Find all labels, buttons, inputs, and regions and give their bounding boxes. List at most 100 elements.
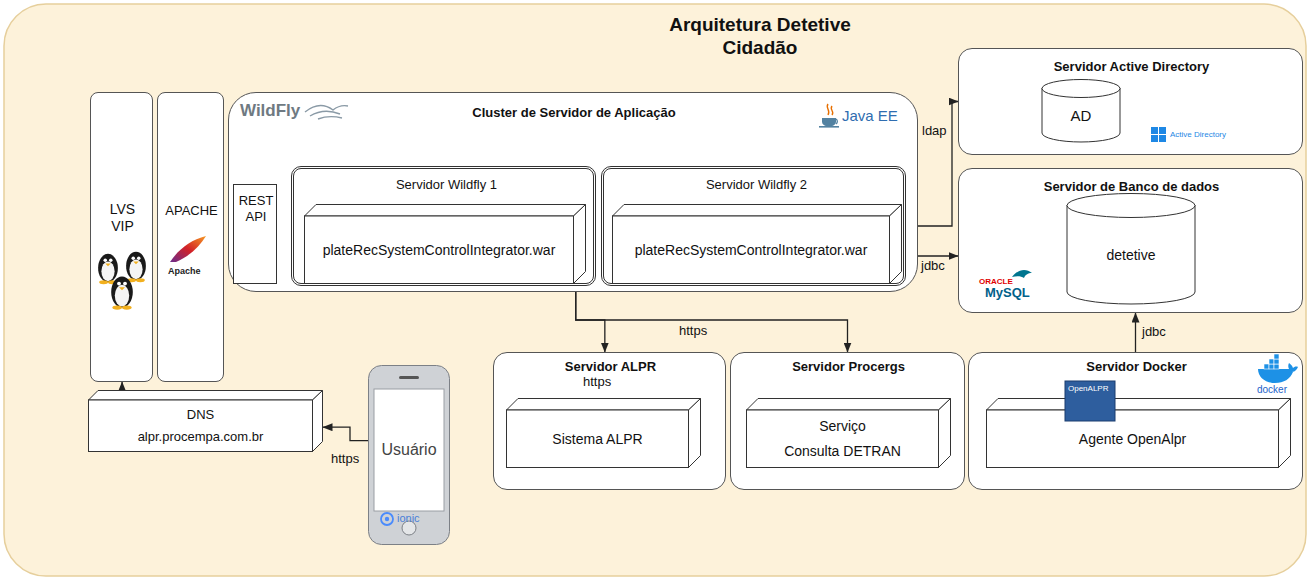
text-holder: Sistema ALPR — [506, 410, 689, 468]
logo-text: ORACLE — [979, 277, 1013, 286]
cylinder-body — [1067, 205, 1195, 304]
node-label: AD — [1071, 107, 1092, 125]
box-front-face — [89, 400, 313, 452]
system-box: Sistema ALPR — [506, 398, 701, 468]
phone-body — [369, 366, 450, 545]
load-balancer-box: LVS VIP — [90, 92, 153, 382]
box-front-face — [613, 216, 890, 284]
box-front-face — [305, 216, 574, 284]
directory-cylinder: AD — [1041, 79, 1121, 143]
text-holder: plateRecSystemControlIntegrator.war — [612, 216, 890, 284]
server-box: Servidor ALPR Sistema ALPR — [493, 352, 726, 490]
box-top-face — [305, 205, 586, 217]
box-top-face — [507, 399, 701, 411]
logo-text: docker — [1257, 384, 1287, 396]
text-holder: ServiçoConsulta DETRAN — [746, 410, 939, 468]
box-side-face — [574, 205, 586, 284]
logo-text: MySQL — [985, 286, 1030, 301]
node-label: Servidor Docker — [1086, 359, 1186, 375]
logo-text: WildFly — [240, 101, 300, 121]
diagram-title: Arquitetura Detetive Cidadão — [640, 14, 880, 60]
node-label: Servidor Wildfly 2 — [706, 177, 807, 193]
box-front-face — [987, 410, 1279, 468]
box-top-face — [747, 399, 951, 411]
linux-penguins — [98, 252, 146, 310]
connector — [576, 292, 848, 352]
node-label: APACHE — [165, 203, 218, 219]
node-label: Servidor Wildfly 1 — [396, 177, 497, 193]
node-label: Sistema ALPR — [552, 431, 642, 448]
ionic-icon — [381, 513, 393, 525]
server-box: Servidor ProcergsServiçoConsulta DETRAN — [730, 352, 965, 490]
box-side-face — [689, 399, 701, 468]
cluster-box: Cluster de Servidor de AplicaçãoREST API… — [228, 92, 918, 292]
node-label: alpr.procempa.com.br — [138, 429, 264, 445]
docker-whale — [1258, 354, 1298, 383]
text-holder: Servidor Active Directory — [959, 49, 1304, 156]
text-holder: REST API — [234, 185, 278, 285]
server-box: Servidor Wildfly 1 plateRecSystemControlI… — [291, 166, 596, 286]
edge-label: jdbc — [1141, 325, 1167, 340]
node-label: plateRecSystemControlIntegrator.war — [635, 242, 868, 259]
text-holder: APACHE — [158, 93, 225, 383]
phone-speaker — [399, 376, 419, 379]
box-top-face — [987, 399, 1291, 411]
dns-box: DNSalpr.procempa.com.br — [88, 390, 323, 452]
box-side-face — [313, 391, 323, 452]
node-label: Servidor de Banco de dados — [1044, 179, 1220, 195]
server-box: Servidor DockerAgente OpenAlpr — [968, 352, 1303, 490]
node-label: Servidor Procergs — [792, 359, 905, 375]
edge-label: ldap — [921, 124, 948, 139]
connector — [121, 382, 122, 390]
logo-text: Active Directory — [1170, 130, 1226, 139]
connector — [323, 427, 368, 440]
text-holder: AD — [1041, 97, 1121, 134]
cylinder-top — [1067, 194, 1195, 218]
box-top-face — [89, 391, 323, 401]
node-label: plateRecSystemControlIntegrator.war — [323, 242, 556, 259]
box-side-face — [1279, 399, 1291, 468]
node-label: Serviço — [819, 418, 866, 435]
box-front-face — [507, 410, 689, 468]
windows-logo — [1151, 127, 1166, 142]
node-label: REST API — [236, 193, 276, 224]
text-holder: Usuário — [374, 389, 444, 511]
node-label: Consulta DETRAN — [784, 443, 901, 460]
service-box: ServiçoConsulta DETRAN — [746, 398, 951, 468]
web-server-box: APACHE — [157, 92, 224, 382]
agent-box: Agente OpenAlpr — [986, 398, 1291, 468]
logo-text: OpenALPR — [1068, 384, 1108, 393]
mysql-dolphin — [1012, 270, 1032, 278]
java-cup — [819, 104, 839, 128]
text-holder: DNSalpr.procempa.com.br — [88, 400, 313, 452]
node-label: Usuário — [381, 440, 436, 459]
node-label: Agente OpenAlpr — [1079, 431, 1186, 448]
region-outline — [4, 4, 1306, 576]
node-label: detetive — [1106, 247, 1155, 264]
connector — [1135, 313, 1136, 352]
cylinder-top — [1042, 80, 1120, 98]
logo-text: ionic — [397, 512, 420, 525]
logo-text: Java EE — [842, 107, 898, 124]
text-holder: detetive — [1066, 217, 1196, 293]
box-side-face — [890, 205, 902, 284]
node-label: Servidor Active Directory — [1054, 59, 1210, 75]
node-label: Servidor ALPR — [565, 359, 656, 375]
text-holder: Agente OpenAlpr — [986, 410, 1279, 468]
server-box: Servidor Active DirectoryAD — [958, 48, 1303, 155]
edge-label: https — [330, 452, 360, 467]
edge-label: https — [678, 324, 708, 339]
box-front-face — [747, 410, 939, 468]
artifact-box: plateRecSystemControlIntegrator.war — [612, 204, 902, 284]
api-box: REST API — [233, 184, 277, 284]
node-label: Cluster de Servidor de Aplicação — [472, 105, 675, 121]
wildfly-bird — [305, 106, 348, 119]
text-holder: plateRecSystemControlIntegrator.war — [304, 216, 574, 284]
connector — [576, 292, 605, 352]
phone-screen — [374, 389, 444, 511]
text-holder: LVS VIP — [91, 93, 154, 383]
openalpr-logo — [1065, 381, 1115, 421]
